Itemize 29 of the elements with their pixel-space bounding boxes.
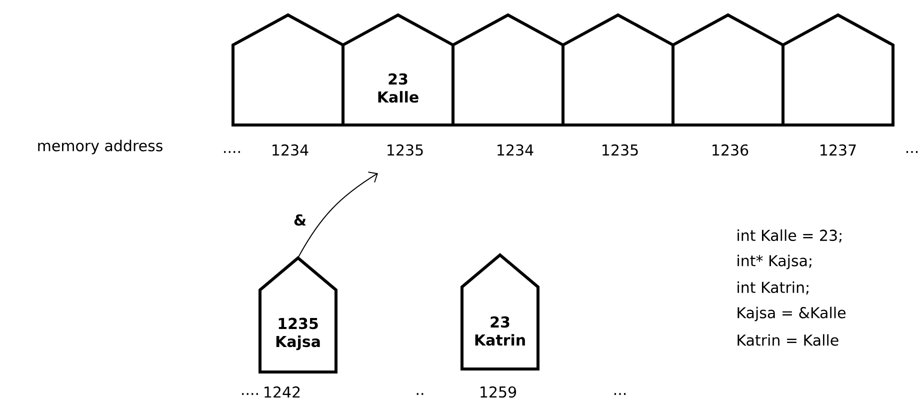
address-label: 1237 (820, 144, 856, 156)
ellipsis: .... (242, 393, 258, 395)
address-label: 1242 (264, 386, 300, 398)
address-label: 1234 (272, 144, 308, 156)
axis-label: memory address (38, 140, 162, 154)
house: 23 Kalle (342, 13, 454, 126)
house: 23 Katrin (460, 253, 540, 370)
address-label: 1236 (712, 144, 748, 156)
code-line: int Kalle = 23; (738, 229, 842, 243)
address-label: 1259 (480, 386, 516, 398)
address-label: 1234 (498, 144, 534, 156)
house: 1235 Kajsa (258, 256, 338, 374)
code-line: int* Kajsa; (738, 254, 812, 270)
house (782, 13, 894, 126)
address-label: 1235 (388, 144, 423, 156)
ellipsis: .... (224, 151, 240, 153)
code-line: int Katrin; (738, 281, 808, 295)
code-line: Kajsa = &Kalle (738, 306, 846, 322)
ellipsis: .. (416, 393, 424, 395)
house (452, 13, 564, 126)
address-label: 1235 (602, 144, 638, 156)
arrow (298, 172, 378, 258)
ellipsis: ... (906, 151, 918, 153)
house (672, 13, 784, 126)
code-line: Katrin = Kalle (738, 334, 838, 346)
edge-label: & (292, 213, 308, 227)
ellipsis: ... (614, 393, 626, 395)
house (562, 13, 674, 126)
house (232, 13, 344, 126)
